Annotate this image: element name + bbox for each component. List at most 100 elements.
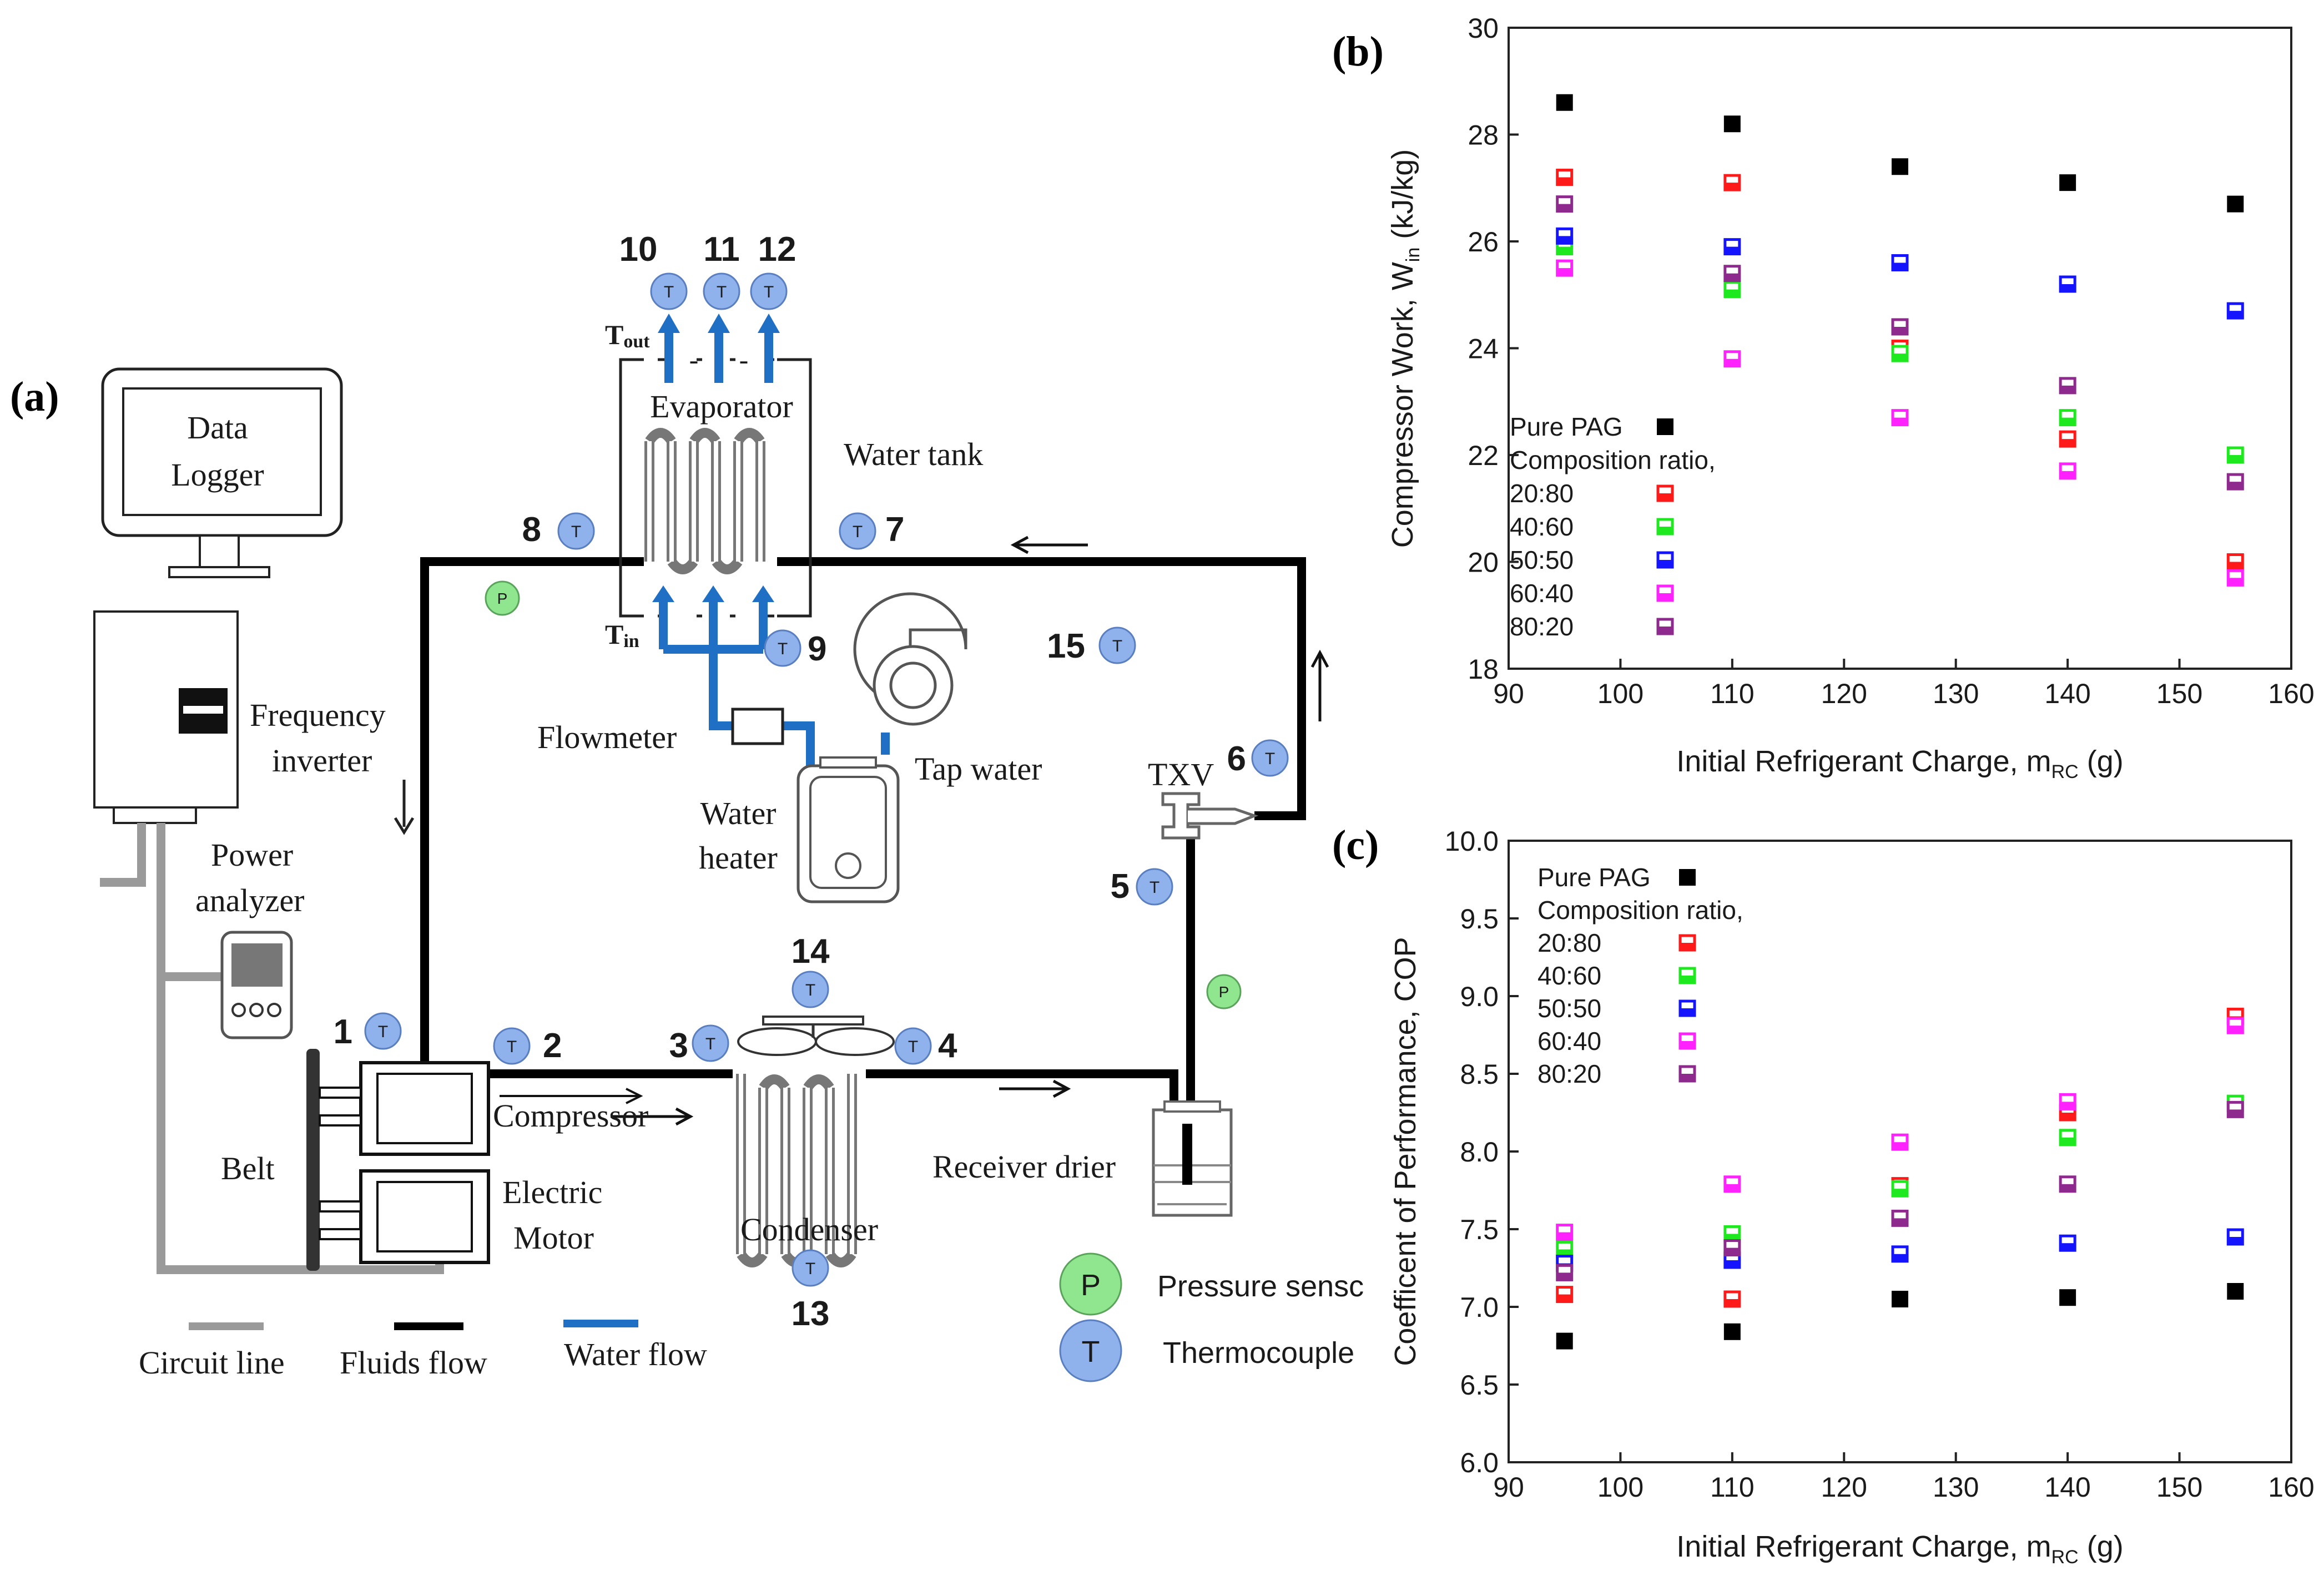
- point-number-6: 6: [1227, 740, 1246, 778]
- legend-marker: [1656, 484, 1674, 502]
- point-number-14: 14: [792, 932, 830, 971]
- y-tick-label: 26: [1468, 226, 1499, 257]
- data-point-pure-pag: [1892, 1291, 1908, 1307]
- thermocouple-13: T: [792, 1249, 829, 1287]
- water-tank-label: Water tank: [844, 436, 983, 472]
- legend-water-flow: Water flow: [564, 1336, 707, 1372]
- data-point-50-50: [2059, 275, 2076, 293]
- data-point-80-20: [1723, 1239, 1741, 1257]
- y-tick-label: 9.0: [1460, 981, 1499, 1012]
- y-tick-label: 6.5: [1460, 1370, 1499, 1401]
- point-number-9: 9: [808, 630, 826, 668]
- legend-pressure-sensor: Pressure sensc: [1157, 1270, 1364, 1303]
- y-tick-label: 22: [1468, 440, 1499, 471]
- thermocouple-1: T: [364, 1012, 402, 1050]
- evaporator-label: Evaporator: [650, 388, 793, 425]
- legend-thermocouple-icon: [1059, 1319, 1122, 1382]
- pressure-sensors: PP: [485, 580, 1242, 1009]
- x-tick-label: 160: [2268, 678, 2314, 709]
- y-tick-label: 18: [1468, 654, 1499, 685]
- flowmeter-label: Flowmeter: [537, 719, 677, 755]
- x-tick-label: 100: [1597, 678, 1644, 709]
- data-point-60-40: [1723, 1175, 1741, 1193]
- data-point-40-60: [2226, 446, 2244, 464]
- schematic-panel: (a) Data Logger Frequency inverter: [10, 230, 1364, 1382]
- water-tank-dividers: - -: [689, 344, 749, 375]
- legend-entry: 20:80: [1510, 479, 1574, 508]
- receiver-drier: Receiver drier: [932, 1100, 1233, 1217]
- thermocouple-2: T: [493, 1027, 531, 1065]
- point-number-7: 7: [885, 511, 904, 549]
- x-tick-label: 140: [2044, 678, 2090, 709]
- data-point-60-40: [1556, 259, 1574, 277]
- data-point-80-20: [2059, 377, 2076, 395]
- flowmeter: Flowmeter: [537, 708, 784, 755]
- water-heater-label-1: Water: [700, 795, 776, 831]
- thermocouple-10: T: [650, 272, 688, 310]
- plot-frame-c: [1508, 840, 2292, 1463]
- belt-label: Belt: [221, 1150, 275, 1186]
- data-point-50-50: [2226, 1228, 2244, 1246]
- txv-valve: TXV: [1148, 756, 1259, 840]
- legend-marker: [1656, 518, 1674, 536]
- data-point-20-80: [1556, 169, 1574, 186]
- data-point-50-50: [2226, 302, 2244, 320]
- data-point-80-20: [1891, 1209, 1909, 1227]
- panel-c-label: (c): [1332, 822, 1379, 868]
- water-tank: Water tank: [619, 358, 983, 618]
- flow-arrows: [611, 536, 1329, 1126]
- thermocouple-6: T: [1251, 739, 1289, 777]
- point-number-11: 11: [703, 230, 740, 269]
- legend-entry: 50:50: [1510, 545, 1574, 574]
- x-tick-label: 120: [1821, 678, 1867, 709]
- x-axis-label-b: Initial Refrigerant Charge, mRC (g): [1676, 745, 2123, 782]
- x-tick-label: 140: [2044, 1472, 2090, 1503]
- svg-text:T: T: [717, 283, 727, 301]
- panel-b-label: (b): [1332, 28, 1384, 75]
- data-point-50-50: [1891, 254, 1909, 271]
- svg-text:T: T: [664, 283, 674, 301]
- data-point-20-80: [1723, 1290, 1741, 1308]
- legend-entry: 80:20: [1537, 1059, 1601, 1088]
- frequency-inverter: Frequency inverter: [93, 610, 415, 835]
- power-analyzer-label-1: Power: [211, 837, 293, 873]
- data-point-20-80: [1556, 1286, 1574, 1304]
- point-number-2: 2: [543, 1027, 562, 1065]
- legend-entry: 60:40: [1537, 1027, 1601, 1055]
- legend-entry: 20:80: [1537, 928, 1601, 957]
- svg-text:P: P: [1081, 1269, 1101, 1302]
- data-point-40-60: [1891, 345, 1909, 362]
- data-point-40-60: [1891, 1180, 1909, 1198]
- y-tick-label: 28: [1468, 120, 1499, 151]
- y-tick-label: 6.0: [1460, 1447, 1499, 1478]
- legend-entry: 80:20: [1510, 612, 1574, 641]
- water-flow-lines: [659, 333, 890, 766]
- fluid-loop: [420, 557, 1306, 1132]
- svg-text:-: -: [739, 344, 749, 375]
- svg-text:P: P: [497, 590, 508, 607]
- pressure-sensor-1: P: [485, 580, 520, 616]
- x-tick-label: 90: [1493, 678, 1524, 709]
- data-point-60-40: [2226, 1017, 2244, 1034]
- data-point-80-20: [1891, 318, 1909, 336]
- legend-marker: [1656, 551, 1674, 569]
- legend-marker: [1678, 1065, 1696, 1083]
- thermocouple-3: T: [692, 1024, 729, 1062]
- data-point-80-20: [2059, 1175, 2076, 1193]
- svg-text:P: P: [1219, 983, 1229, 1001]
- data-point-40-60: [2059, 409, 2076, 427]
- y-tick-label: 9.5: [1460, 903, 1499, 935]
- svg-text:T: T: [764, 283, 774, 301]
- thermocouple-8: T: [557, 512, 595, 550]
- y-tick-label: 8.5: [1460, 1059, 1499, 1090]
- data-points-c: [1556, 1007, 2244, 1350]
- legend-entry: Pure PAG: [1510, 412, 1623, 441]
- legend-circuit-line: Circuit line: [139, 1345, 285, 1381]
- data-point-pure-pag: [2059, 174, 2076, 191]
- power-analyzer-label-2: analyzer: [195, 882, 304, 918]
